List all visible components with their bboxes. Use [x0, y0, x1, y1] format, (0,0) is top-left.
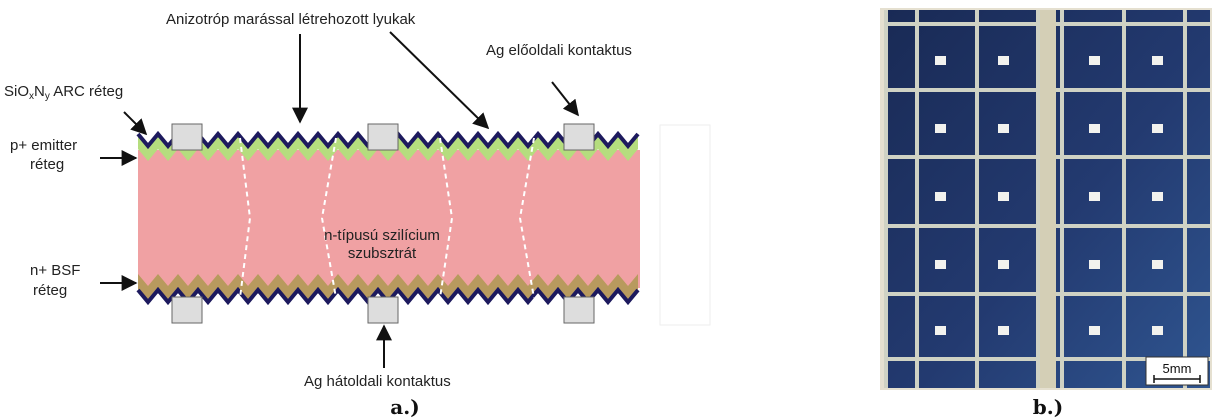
square-hole — [1089, 192, 1100, 201]
square-hole — [1152, 124, 1163, 133]
square-hole — [1089, 124, 1100, 133]
emitter-label-line2: réteg — [30, 156, 64, 173]
square-hole — [935, 124, 946, 133]
back-contact — [368, 297, 398, 323]
square-hole — [935, 192, 946, 201]
solar-cell-photo: 5mm — [880, 8, 1212, 390]
substrate-label-line1: n-típusú szilícium — [324, 227, 440, 244]
substrate-label-line2: szubsztrát — [348, 245, 417, 262]
caption-b: b.) — [1033, 395, 1063, 419]
square-hole — [1152, 56, 1163, 65]
square-hole — [1089, 326, 1100, 335]
front-contact — [172, 124, 202, 150]
square-hole — [1152, 192, 1163, 201]
square-hole — [935, 260, 946, 269]
square-hole — [1152, 260, 1163, 269]
square-hole — [1152, 326, 1163, 335]
square-hole — [935, 326, 946, 335]
bsf-label-line1: n+ BSF — [30, 262, 80, 279]
holes-label: Anizotróp marással létrehozott lyukak — [166, 11, 416, 28]
busbar — [1040, 10, 1056, 388]
square-hole — [998, 192, 1009, 201]
grid-finger — [884, 10, 888, 388]
back-contact-label: Ag hátoldali kontaktus — [304, 373, 451, 390]
square-hole — [998, 326, 1009, 335]
substrate-layer — [138, 150, 640, 288]
back-contact — [172, 297, 202, 323]
arc-layer-label: SiOxNy ARC réteg — [4, 83, 123, 102]
square-hole — [998, 124, 1009, 133]
arrow — [390, 32, 488, 128]
emitter-label-line1: p+ emitter — [10, 137, 77, 154]
square-hole — [998, 56, 1009, 65]
grid-finger — [975, 10, 979, 388]
back-contact — [564, 297, 594, 323]
square-hole — [935, 56, 946, 65]
arrow — [552, 82, 578, 115]
grid-finger — [915, 10, 919, 388]
front-contact — [368, 124, 398, 150]
caption-a: a.) — [390, 395, 419, 419]
grid-finger — [1183, 10, 1187, 388]
solar-cell-cross-section — [138, 124, 710, 325]
scale-bar-label: 5mm — [1163, 361, 1192, 376]
square-hole — [1089, 260, 1100, 269]
front-contact-label: Ag előoldali kontaktus — [486, 42, 632, 59]
grid-finger — [1122, 10, 1126, 388]
front-contact — [564, 124, 594, 150]
grid-finger — [1036, 10, 1040, 388]
outline-frame — [660, 125, 710, 325]
arrow — [124, 112, 146, 134]
bsf-label-line2: réteg — [33, 282, 67, 299]
square-hole — [998, 260, 1009, 269]
square-hole — [1089, 56, 1100, 65]
grid-finger — [1060, 10, 1064, 388]
